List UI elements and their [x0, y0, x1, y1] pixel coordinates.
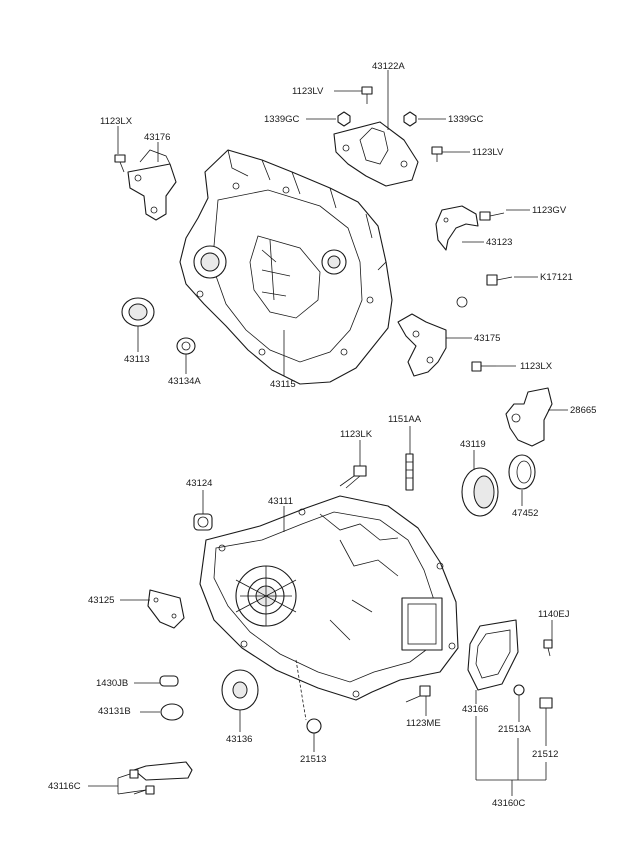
label-1123LX-a: 1123LX [100, 116, 133, 127]
pin-1430JB [159, 675, 179, 687]
bracket-28665 [505, 387, 553, 447]
label-1123LK: 1123LK [340, 429, 373, 440]
label-1123LV-a: 1123LV [292, 86, 324, 97]
cover-plate-43123 [435, 205, 479, 251]
oil-seal-43113 [121, 297, 155, 327]
bolt-1123LX-a [114, 154, 126, 173]
label-1339GC-a: 1339GC [264, 114, 300, 125]
bolt-1123LV-a [361, 86, 373, 104]
bolt-1123ME [405, 685, 431, 703]
label-21513: 21513 [300, 754, 326, 765]
bracket-43176 [127, 149, 177, 221]
label-43116C: 43116C [48, 781, 81, 792]
label-43176: 43176 [144, 132, 170, 143]
label-21513A: 21513A [498, 724, 531, 735]
label-43119: 43119 [460, 439, 486, 450]
label-1123LV-b: 1123LV [472, 147, 504, 158]
label-43166: 43166 [462, 704, 488, 715]
dashed-guide-21513 [295, 659, 307, 721]
bolt-K17121 [456, 274, 513, 308]
label-43122A: 43122A [372, 61, 405, 72]
cover-43166 [467, 619, 519, 691]
bolt-1123LX-b [471, 361, 496, 372]
gasket-21513A [513, 684, 525, 696]
label-43115: 43115 [270, 379, 296, 390]
label-1151AA: 1151AA [388, 414, 422, 425]
label-1123GV: 1123GV [532, 205, 567, 216]
oil-seal-43119 [461, 467, 499, 517]
label-1140EJ: 1140EJ [538, 609, 570, 620]
label-1430JB: 1430JB [96, 678, 128, 689]
label-47452: 47452 [512, 508, 538, 519]
plug-21512 [539, 697, 553, 720]
bracket-43175 [397, 313, 447, 377]
leader-lines [88, 70, 568, 796]
label-1123LX-b: 1123LX [520, 361, 553, 372]
clutch-housing-43115 [179, 149, 393, 385]
label-43111: 43111 [268, 496, 293, 507]
stud-1151AA [405, 453, 414, 491]
label-43160C: 43160C [492, 798, 525, 809]
bushing-43134A [176, 337, 196, 355]
label-43136: 43136 [226, 734, 252, 745]
gasket-21513 [306, 718, 322, 734]
cover-43125 [147, 589, 185, 629]
label-43175: 43175 [474, 333, 500, 344]
oil-seal-47452 [508, 454, 536, 490]
nut-1339GC-a [337, 111, 351, 127]
label-43134A: 43134A [168, 376, 201, 387]
label-43123: 43123 [486, 237, 512, 248]
bolt-1123GV [479, 211, 505, 221]
sealant-tube-43116C [129, 761, 193, 795]
screw-1140EJ [543, 639, 553, 657]
transaxle-case-43111 [199, 495, 459, 701]
nut-1339GC-b [403, 111, 417, 127]
label-43131B: 43131B [98, 706, 131, 717]
label-1339GC-b: 1339GC [448, 114, 484, 125]
bracket-43122A [333, 121, 419, 187]
bolt-1123LK [339, 465, 367, 489]
plug-43131B [160, 703, 184, 721]
label-43125: 43125 [88, 595, 114, 606]
label-K17121: K17121 [540, 272, 573, 283]
label-1123ME: 1123ME [406, 718, 441, 729]
plate-43136 [221, 669, 259, 711]
label-28665: 28665 [570, 405, 596, 416]
label-43124: 43124 [186, 478, 212, 489]
label-43113: 43113 [124, 354, 150, 365]
label-21512: 21512 [532, 749, 558, 760]
bushing-43124 [193, 513, 213, 531]
bolt-1123LV-b [431, 146, 443, 162]
